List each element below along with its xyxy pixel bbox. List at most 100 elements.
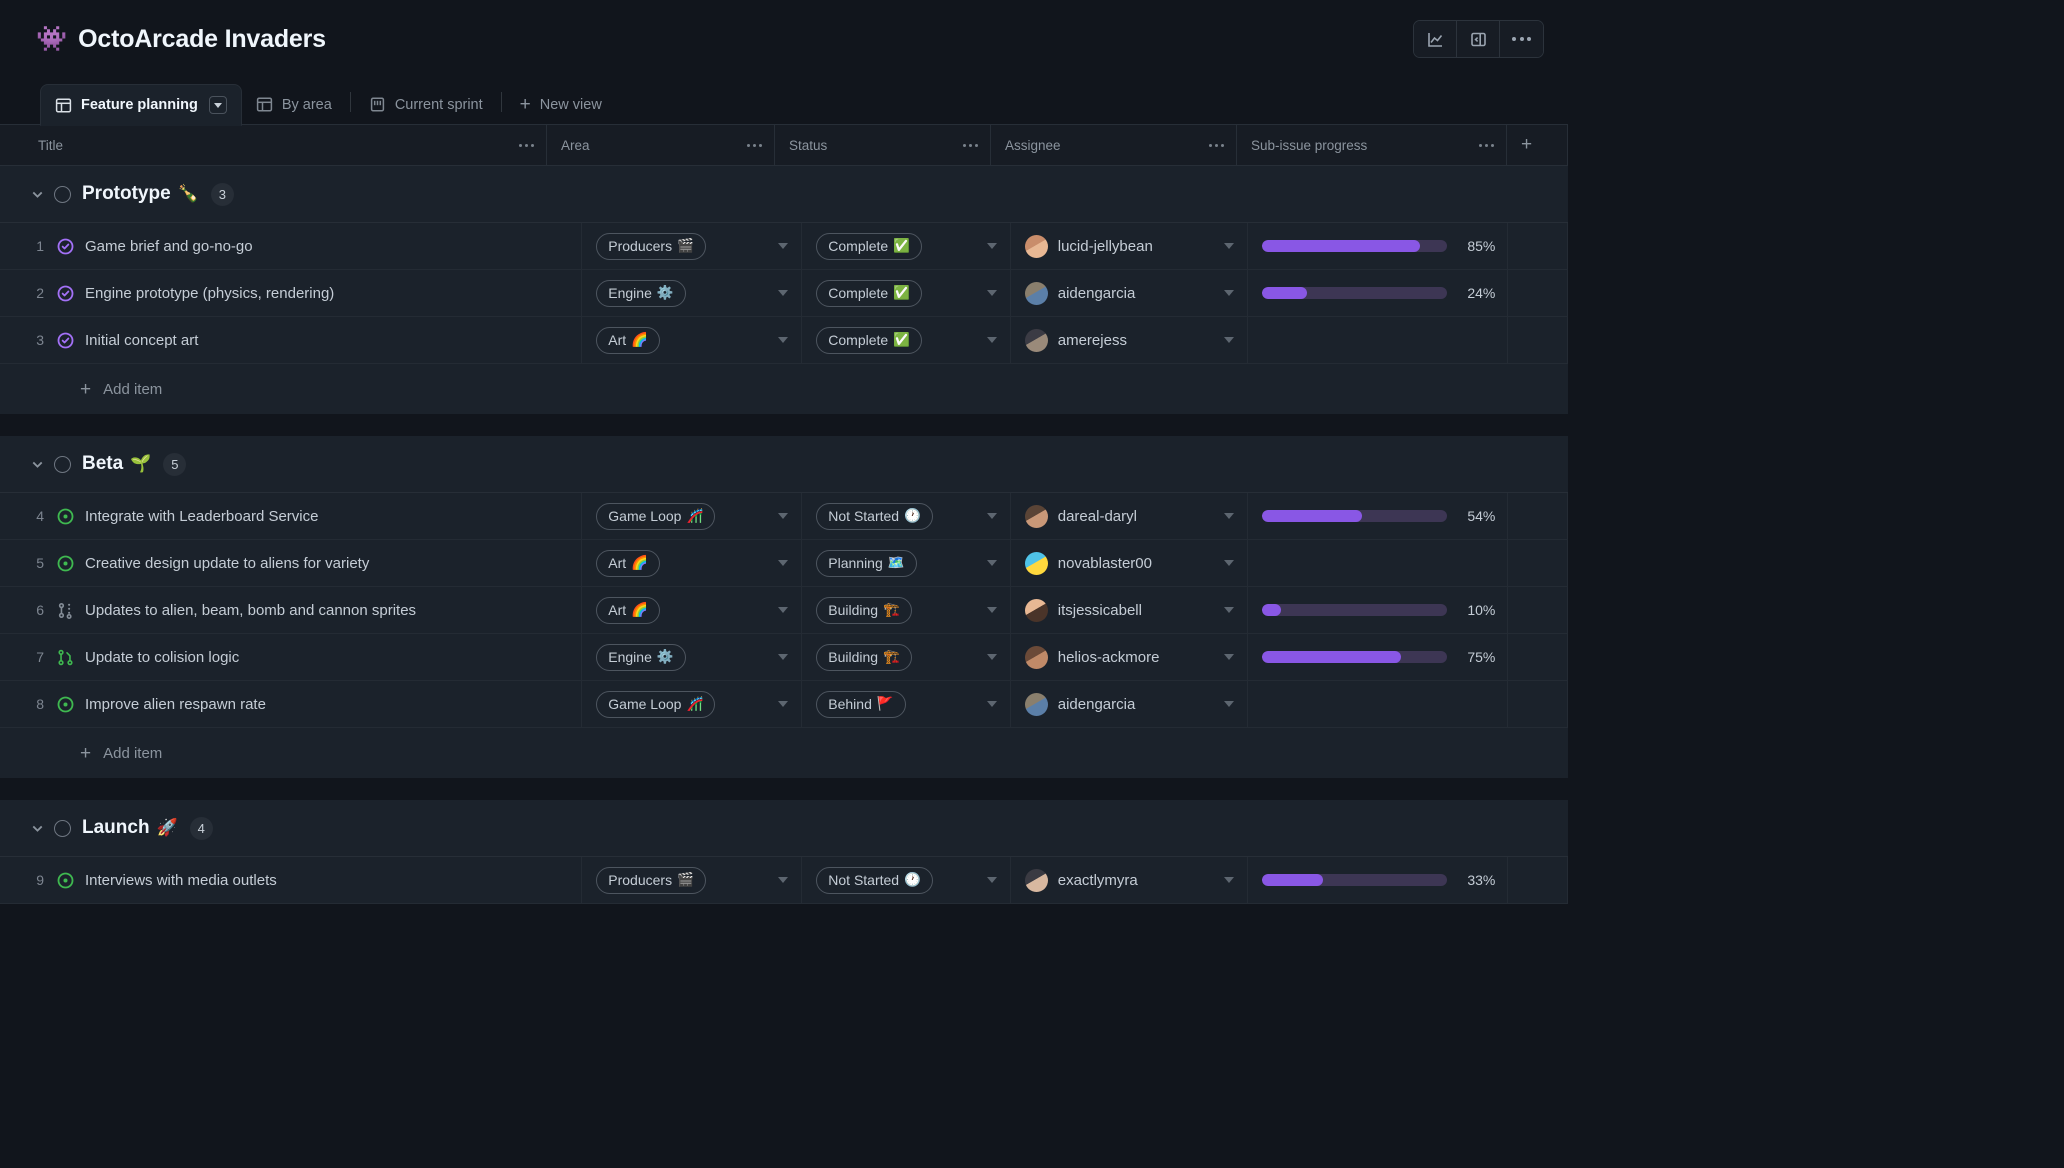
status-dropdown-caret-icon[interactable] (986, 701, 997, 707)
cell-title[interactable]: Integrate with Leaderboard Service (57, 493, 583, 539)
cell-assignee[interactable]: amerejess (1011, 317, 1249, 363)
assignee-dropdown-caret-icon[interactable] (1224, 290, 1235, 296)
status-dropdown-caret-icon[interactable] (986, 337, 997, 343)
cell-area[interactable]: Game Loop 🎢 (582, 681, 803, 727)
area-dropdown-caret-icon[interactable] (778, 560, 789, 566)
status-dropdown-caret-icon[interactable] (986, 290, 997, 296)
cell-assignee[interactable]: exactlymyra (1011, 857, 1249, 903)
column-menu-icon[interactable] (519, 143, 534, 147)
add-item-button[interactable]: + Add item (0, 728, 1568, 778)
cell-status[interactable]: Building 🏗️ (802, 587, 1011, 633)
more-options-button[interactable] (1500, 21, 1543, 57)
tab-current-sprint[interactable]: Current sprint (355, 84, 497, 125)
assignee-dropdown-caret-icon[interactable] (1224, 877, 1235, 883)
status-dropdown-caret-icon[interactable] (986, 513, 997, 519)
insights-button[interactable] (1414, 21, 1457, 57)
add-item-button[interactable]: + Add item (0, 364, 1568, 414)
cell-status[interactable]: Complete ✅ (802, 223, 1011, 269)
area-dropdown-caret-icon[interactable] (778, 290, 789, 296)
new-view-button[interactable]: + New view (506, 84, 616, 125)
group-collapse-chevron-icon[interactable] (20, 187, 54, 202)
tab-feature-planning[interactable]: Feature planning (40, 84, 242, 126)
area-dropdown-caret-icon[interactable] (778, 877, 789, 883)
cell-assignee[interactable]: aidengarcia (1011, 681, 1249, 727)
assignee-dropdown-caret-icon[interactable] (1224, 513, 1235, 519)
cell-assignee[interactable]: lucid-jellybean (1011, 223, 1249, 269)
cell-progress[interactable] (1248, 317, 1509, 363)
table-row[interactable]: 7 Update to colision logic Engine ⚙️ Bui (0, 634, 1568, 681)
status-dropdown-caret-icon[interactable] (986, 560, 997, 566)
assignee-dropdown-caret-icon[interactable] (1224, 701, 1235, 707)
status-dropdown-caret-icon[interactable] (986, 243, 997, 249)
column-header-status[interactable]: Status (775, 125, 991, 165)
cell-progress[interactable]: 10% (1248, 587, 1509, 633)
cell-title[interactable]: Update to colision logic (57, 634, 583, 680)
table-row[interactable]: 6 Updates to alien, beam, bomb and canno… (0, 587, 1568, 634)
group-header[interactable]: Launch 🚀 4 (0, 800, 1568, 857)
cell-progress[interactable]: 54% (1248, 493, 1509, 539)
cell-area[interactable]: Producers 🎬 (582, 857, 803, 903)
cell-status[interactable]: Building 🏗️ (802, 634, 1011, 680)
column-menu-icon[interactable] (1479, 143, 1494, 147)
assignee-dropdown-caret-icon[interactable] (1224, 560, 1235, 566)
assignee-dropdown-caret-icon[interactable] (1224, 654, 1235, 660)
cell-title[interactable]: Interviews with media outlets (57, 857, 583, 903)
column-header-area[interactable]: Area (547, 125, 775, 165)
cell-status[interactable]: Not Started 🕐 (802, 857, 1011, 903)
area-dropdown-caret-icon[interactable] (778, 243, 789, 249)
cell-area[interactable]: Producers 🎬 (582, 223, 803, 269)
add-column-button[interactable]: + (1507, 125, 1568, 165)
cell-progress[interactable] (1248, 681, 1509, 727)
cell-title[interactable]: Initial concept art (57, 317, 583, 363)
table-row[interactable]: 9 Interviews with media outlets Producer… (0, 857, 1568, 904)
cell-assignee[interactable]: dareal-daryl (1011, 493, 1249, 539)
table-row[interactable]: 3 Initial concept art Art 🌈 Complete ✅ (0, 317, 1568, 364)
cell-title[interactable]: Engine prototype (physics, rendering) (57, 270, 583, 316)
cell-status[interactable]: Not Started 🕐 (802, 493, 1011, 539)
table-row[interactable]: 2 Engine prototype (physics, rendering) … (0, 270, 1568, 317)
column-menu-icon[interactable] (1209, 143, 1224, 147)
cell-area[interactable]: Engine ⚙️ (582, 270, 803, 316)
cell-area[interactable]: Art 🌈 (582, 587, 803, 633)
status-dropdown-caret-icon[interactable] (986, 877, 997, 883)
table-row[interactable]: 4 Integrate with Leaderboard Service Gam… (0, 493, 1568, 540)
table-row[interactable]: 5 Creative design update to aliens for v… (0, 540, 1568, 587)
cell-progress[interactable] (1248, 540, 1509, 586)
column-header-assignee[interactable]: Assignee (991, 125, 1237, 165)
cell-status[interactable]: Behind 🚩 (802, 681, 1011, 727)
status-dropdown-caret-icon[interactable] (986, 607, 997, 613)
table-row[interactable]: 1 Game brief and go-no-go Producers 🎬 Co… (0, 223, 1568, 270)
cell-title[interactable]: Creative design update to aliens for var… (57, 540, 583, 586)
cell-status[interactable]: Planning 🗺️ (802, 540, 1011, 586)
cell-area[interactable]: Game Loop 🎢 (582, 493, 803, 539)
cell-progress[interactable]: 24% (1248, 270, 1509, 316)
column-header-progress[interactable]: Sub-issue progress (1237, 125, 1507, 165)
tab-by-area[interactable]: By area (242, 84, 346, 125)
area-dropdown-caret-icon[interactable] (778, 513, 789, 519)
area-dropdown-caret-icon[interactable] (778, 654, 789, 660)
assignee-dropdown-caret-icon[interactable] (1224, 337, 1235, 343)
group-collapse-chevron-icon[interactable] (20, 821, 54, 836)
cell-area[interactable]: Art 🌈 (582, 317, 803, 363)
cell-area[interactable]: Art 🌈 (582, 540, 803, 586)
table-row[interactable]: 8 Improve alien respawn rate Game Loop 🎢… (0, 681, 1568, 728)
assignee-dropdown-caret-icon[interactable] (1224, 607, 1235, 613)
cell-assignee[interactable]: aidengarcia (1011, 270, 1249, 316)
cell-progress[interactable]: 85% (1248, 223, 1509, 269)
column-menu-icon[interactable] (963, 143, 978, 147)
cell-status[interactable]: Complete ✅ (802, 317, 1011, 363)
group-collapse-chevron-icon[interactable] (20, 457, 54, 472)
assignee-dropdown-caret-icon[interactable] (1224, 243, 1235, 249)
cell-status[interactable]: Complete ✅ (802, 270, 1011, 316)
column-menu-icon[interactable] (747, 143, 762, 147)
toggle-sidebar-button[interactable] (1457, 21, 1500, 57)
group-header[interactable]: Beta 🌱 5 (0, 436, 1568, 493)
cell-assignee[interactable]: novablaster00 (1011, 540, 1249, 586)
cell-assignee[interactable]: itsjessicabell (1011, 587, 1249, 633)
cell-title[interactable]: Game brief and go-no-go (57, 223, 583, 269)
tab-menu-caret-icon[interactable] (208, 96, 227, 114)
area-dropdown-caret-icon[interactable] (778, 607, 789, 613)
group-header[interactable]: Prototype 🍾 3 (0, 166, 1568, 223)
cell-progress[interactable]: 33% (1248, 857, 1509, 903)
area-dropdown-caret-icon[interactable] (778, 701, 789, 707)
